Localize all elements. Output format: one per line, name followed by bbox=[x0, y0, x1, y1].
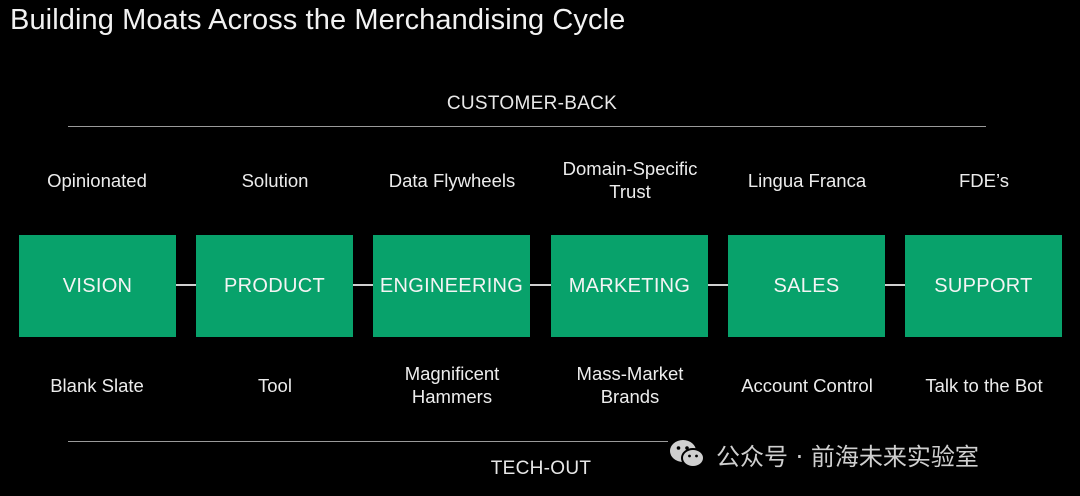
stage-top-caption: Solution bbox=[241, 169, 309, 191]
bottom-axis-label: TECH-OUT bbox=[490, 458, 592, 479]
stage-top-caption: FDE’s bbox=[958, 169, 1010, 191]
connector-line bbox=[353, 284, 373, 286]
stage-top-caption: Domain-Specific Trust bbox=[562, 158, 698, 202]
page-title: Building Moats Across the Merchandising … bbox=[10, 4, 626, 36]
watermark-text: 公众号 · 前海未来实验室 bbox=[716, 442, 979, 471]
bottom-divider bbox=[68, 441, 668, 442]
stage-top-caption: Data Flywheels bbox=[388, 169, 516, 191]
top-divider bbox=[68, 126, 986, 127]
stage-box-vision: VISION bbox=[19, 235, 176, 337]
top-axis-label: CUSTOMER-BACK bbox=[446, 93, 618, 114]
wechat-icon bbox=[670, 440, 705, 468]
stage-bottom-caption: Account Control bbox=[741, 374, 873, 396]
stage-top-caption: Opinionated bbox=[47, 169, 147, 191]
stage-bottom-caption: Magnificent Hammers bbox=[404, 363, 500, 407]
watermark: 公众号 · 前海未来实验室 bbox=[668, 437, 979, 471]
stage-bottom-caption: Mass-Market Brands bbox=[576, 363, 684, 407]
stage-bottom-caption: Talk to the Bot bbox=[925, 374, 1043, 396]
connector-line bbox=[530, 284, 551, 286]
stage-top-caption: Lingua Franca bbox=[747, 169, 867, 191]
connector-line bbox=[176, 284, 196, 286]
connector-line bbox=[708, 284, 728, 286]
stage-bottom-caption: Tool bbox=[258, 374, 292, 396]
stage-box-support: SUPPORT bbox=[905, 235, 1062, 337]
stage-bottom-caption: Blank Slate bbox=[50, 374, 144, 396]
stage-box-sales: SALES bbox=[728, 235, 885, 337]
stage-box-engineering: ENGINEERING bbox=[373, 235, 530, 337]
stage-box-marketing: MARKETING bbox=[551, 235, 708, 337]
stage-box-product: PRODUCT bbox=[196, 235, 353, 337]
connector-line bbox=[885, 284, 905, 286]
